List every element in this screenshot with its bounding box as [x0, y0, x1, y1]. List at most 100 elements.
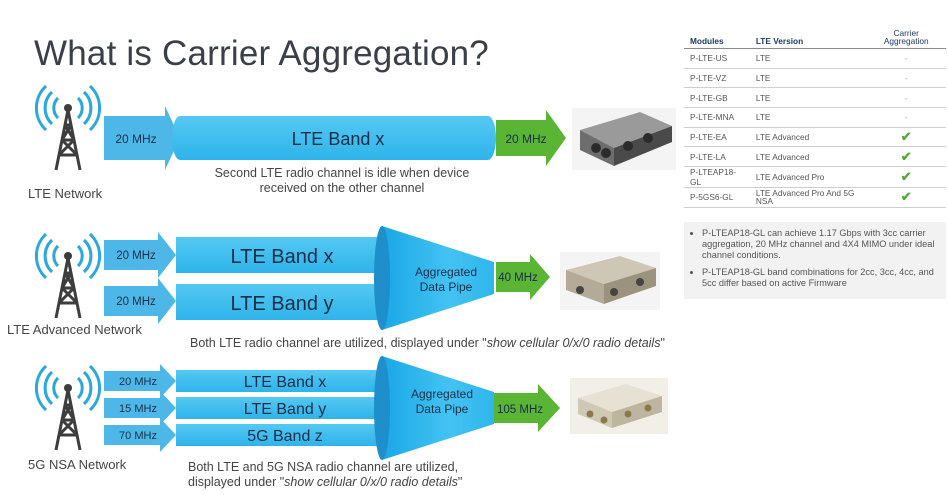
module-cell: P-LTE-LA: [684, 146, 750, 168]
output-arrow: [496, 110, 566, 166]
band-channel: [176, 237, 382, 273]
module-cell: P-LTE-US: [684, 48, 750, 69]
version-cell: LTE: [749, 48, 867, 69]
band-label: LTE Band y: [230, 293, 333, 315]
output-arrow: [494, 384, 560, 432]
aggregated-pipe: [382, 226, 494, 330]
aggregated-pipe: [382, 356, 494, 460]
input-arrow: [104, 232, 176, 278]
lte-caption: Second LTE radio channel is idle when de…: [214, 166, 470, 196]
caption-line: displayed under "show cellular 0/x/0 rad…: [188, 475, 462, 490]
header-lte-version: LTE Version: [749, 22, 867, 49]
caption-text: Both LTE radio channel are utilized, dis…: [190, 336, 487, 350]
pipe-mouth: [374, 226, 390, 330]
caption-text: ": [660, 336, 665, 350]
notes-box: P-LTEAP18-GL can achieve 1.17 Gbps with …: [684, 222, 946, 300]
band-label: 5G Band z: [247, 428, 323, 445]
band-channel: [176, 370, 382, 392]
version-cell: LTE Advanced Pro And 5G NSA: [749, 187, 867, 208]
version-cell: LTE: [749, 107, 867, 128]
ca-cell: -: [866, 48, 946, 69]
module-cell: P-LTE-GB: [684, 87, 750, 109]
input-bw-label: 20 MHz: [119, 376, 157, 388]
input-bw-label: 20 MHz: [116, 250, 156, 262]
pipe-mouth: [374, 356, 390, 460]
caption-command: show cellular 0/x/0 radio details: [486, 336, 661, 350]
input-bw-label: 20 MHz: [115, 132, 156, 146]
note-item: P-LTEAP18-GL can achieve 1.17 Gbps with …: [702, 228, 940, 261]
band-label: LTE Band x: [244, 374, 326, 391]
input-bw-label: 15 MHz: [119, 403, 157, 415]
band-channel: [176, 424, 382, 446]
output-bw-label: 40 MHz: [498, 272, 538, 284]
pipe-label-line2: Data Pipe: [420, 280, 473, 294]
module-cell: P-LTE-MNA: [684, 107, 750, 128]
header-modules: Modules: [684, 22, 750, 49]
input-bw-label: 20 MHz: [116, 296, 156, 308]
device-image-lte: [572, 108, 676, 170]
check-icon: ✔: [866, 146, 946, 168]
lte-advanced-section: 20 MHz 20 MHz LTE Band x LTE Band y Aggr…: [34, 226, 550, 330]
page-title: What is Carrier Aggregation?: [34, 34, 489, 73]
device-image-lte-advanced: [560, 252, 660, 310]
band-channel: [172, 116, 496, 160]
version-cell: LTE Advanced Pro: [749, 166, 867, 189]
lte-section: 20 MHz LTE Band x 20 MHz: [34, 84, 566, 172]
check-icon: ✔: [866, 127, 946, 148]
caption-text: displayed under ": [188, 475, 285, 490]
module-cell: P-LTE-EA: [684, 127, 750, 148]
nsa-section: 20 MHz 15 MHz 70 MHz LTE Band x LTE Band…: [34, 356, 560, 460]
input-arrow: [104, 278, 176, 324]
device-image-5g: [570, 378, 668, 434]
carrier-aggregation-diagram: 20 MHz LTE Band x 20 MHz 20 MHz 20 MHz L…: [34, 84, 676, 460]
nsa-caption: Both LTE and 5G NSA radio channel are ut…: [188, 460, 462, 491]
band-channel: [176, 397, 382, 419]
output-bw-label: 105 MHz: [497, 404, 543, 416]
version-cell: LTE Advanced: [749, 127, 867, 148]
module-cell: P-LTE-VZ: [684, 68, 750, 89]
input-arrow: [104, 418, 176, 452]
input-arrow: [104, 106, 180, 170]
version-cell: LTE: [749, 68, 867, 89]
input-arrow: [104, 391, 176, 425]
lte-advanced-caption: Both LTE radio channel are utilized, dis…: [190, 336, 665, 351]
ca-cell: -: [866, 107, 946, 128]
band-label: LTE Band x: [230, 246, 333, 268]
note-item: P-LTEAP18-GL band combinations for 2cc, …: [702, 267, 940, 289]
input-bw-label: 70 MHz: [119, 430, 157, 442]
network-label-lte-advanced: LTE Advanced Network: [7, 322, 142, 337]
pipe-label-line1: Aggregated: [415, 265, 477, 279]
module-cell: P-LTEAP18-GL: [684, 166, 750, 189]
network-label-lte: LTE Network: [28, 186, 103, 201]
tower-icon: [34, 84, 102, 172]
check-icon: ✔: [866, 166, 946, 189]
output-bw-label: 20 MHz: [505, 132, 546, 146]
caption-line: Both LTE and 5G NSA radio channel are ut…: [188, 460, 459, 474]
header-carrier-aggregation: Carrier Aggregation: [866, 22, 946, 49]
ca-cell: -: [866, 87, 946, 109]
network-label-5g-nsa: 5G NSA Network: [28, 457, 127, 472]
input-arrow: [104, 364, 176, 398]
version-cell: LTE: [749, 87, 867, 109]
module-cell: P-5GS6-GL: [684, 187, 750, 208]
module-table: Modules LTE Version Carrier Aggregation …: [684, 22, 946, 208]
caption-text: ": [457, 475, 463, 490]
ca-cell: -: [866, 68, 946, 89]
table-header-row: Modules LTE Version Carrier Aggregation: [684, 22, 946, 49]
pipe-label-line2: Data Pipe: [416, 402, 469, 416]
check-icon: ✔: [866, 187, 946, 208]
output-arrow: [496, 254, 550, 300]
band-label: LTE Band y: [244, 401, 326, 418]
tower-icon: [34, 364, 102, 452]
version-cell: LTE Advanced: [749, 146, 867, 168]
pipe-label-line1: Aggregated: [411, 387, 473, 401]
band-label: LTE Band x: [292, 129, 385, 149]
